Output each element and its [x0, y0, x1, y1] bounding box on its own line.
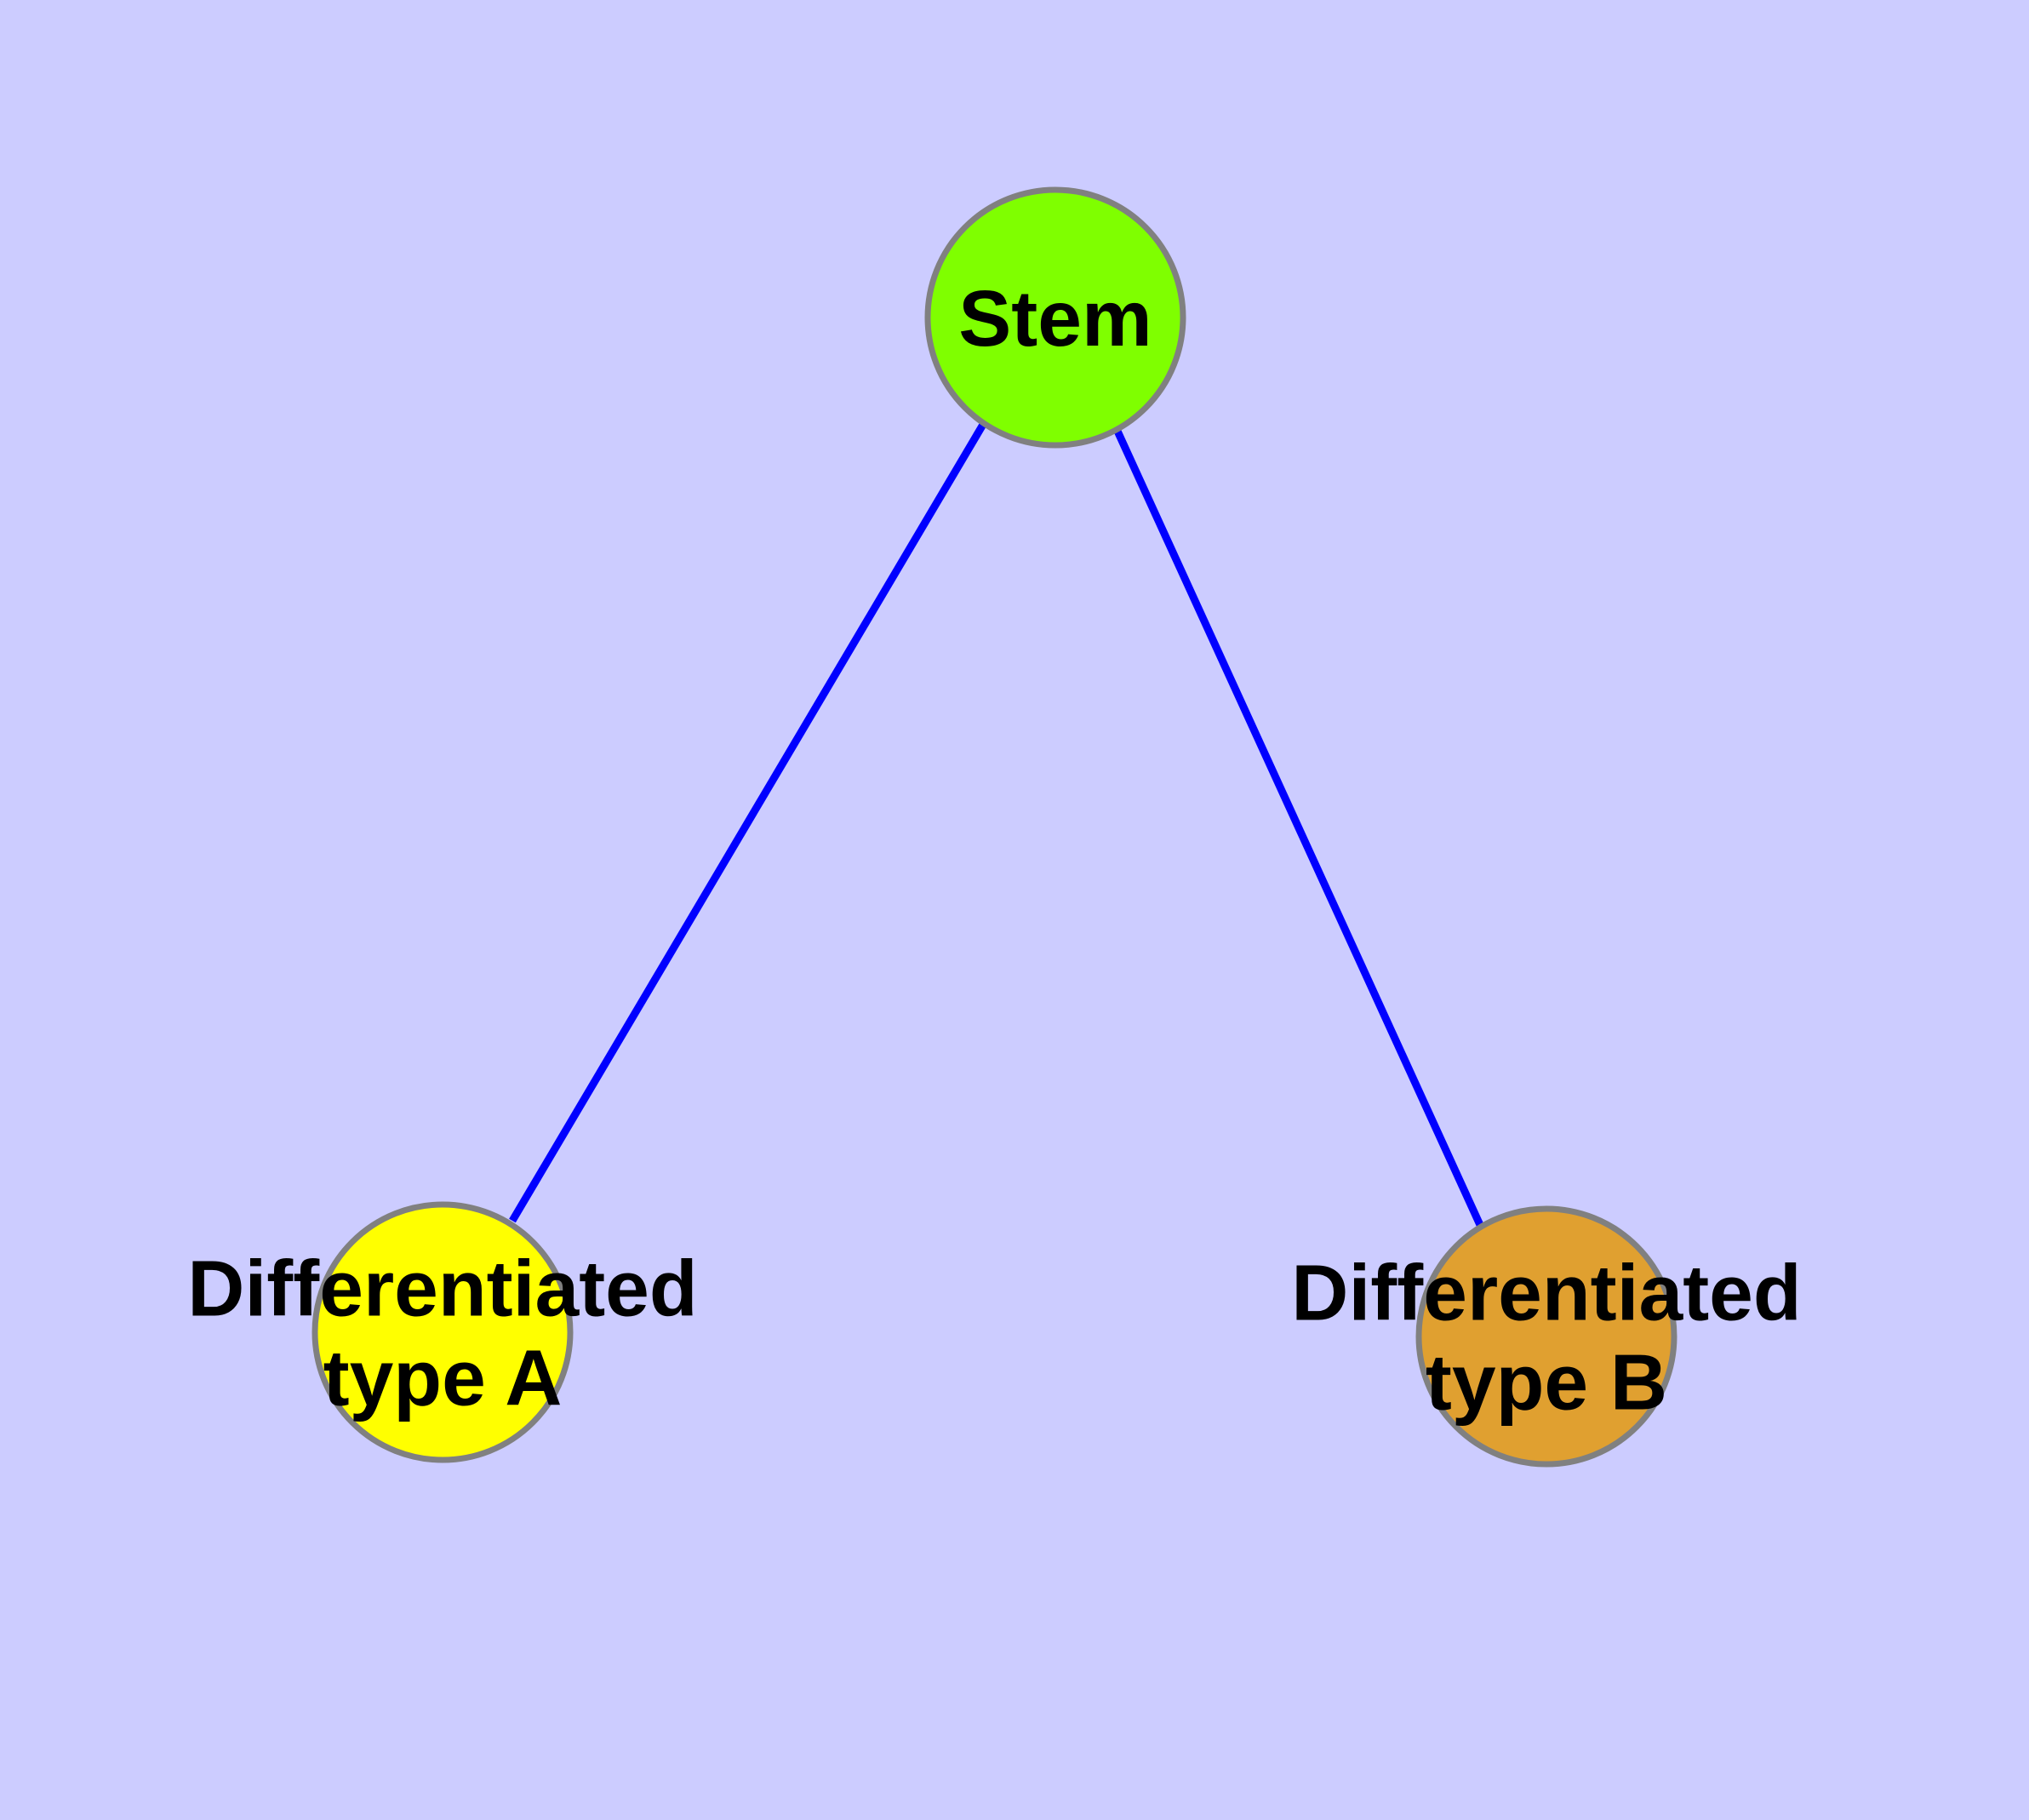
- node-label-line: type A: [323, 1334, 563, 1422]
- node-differentiated-type-a[interactable]: [311, 1201, 574, 1463]
- node-label-line: Differentiated: [1291, 1249, 1801, 1337]
- node-stem-label: Stem: [958, 274, 1152, 363]
- nodes-group: [311, 186, 1677, 1468]
- node-label-line: Differentiated: [187, 1245, 697, 1333]
- edges-group: [509, 421, 1484, 1227]
- edge-stem-to-type-a[interactable]: [509, 421, 987, 1223]
- node-type-b-circle[interactable]: [1415, 1205, 1677, 1468]
- node-type-a-circle[interactable]: [311, 1201, 574, 1463]
- node-label-line: Stem: [958, 274, 1152, 363]
- node-label-line: type B: [1426, 1338, 1667, 1427]
- node-stem-circle[interactable]: [924, 186, 1186, 449]
- edge-stem-to-type-b[interactable]: [1112, 426, 1484, 1227]
- node-differentiated-type-b[interactable]: [1415, 1205, 1677, 1468]
- node-stem[interactable]: [924, 186, 1186, 449]
